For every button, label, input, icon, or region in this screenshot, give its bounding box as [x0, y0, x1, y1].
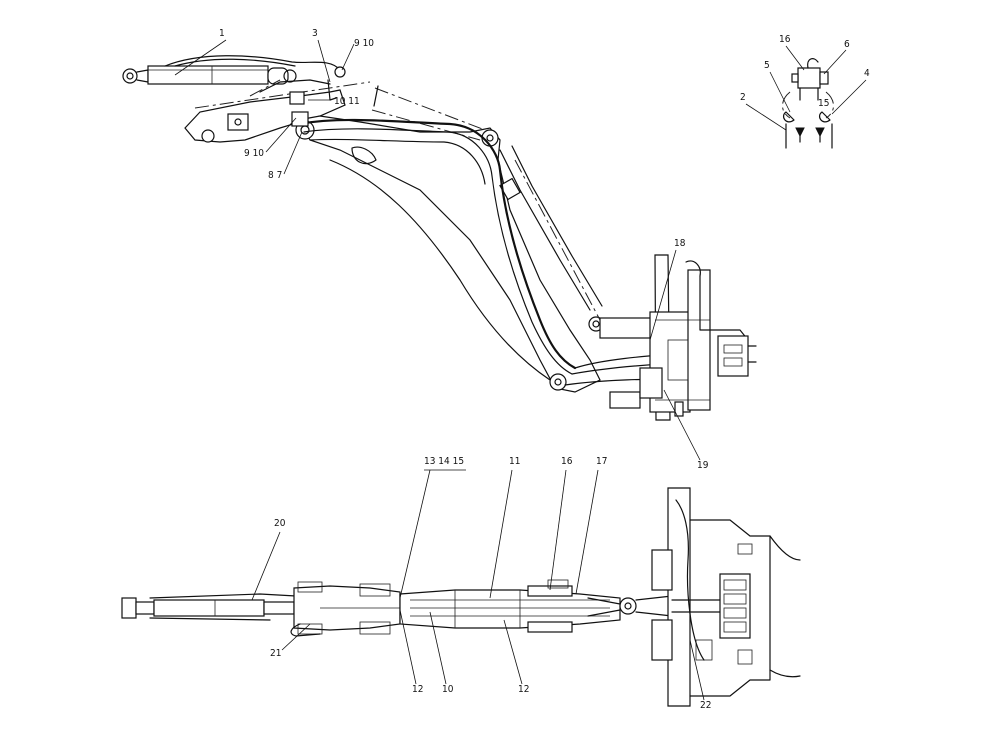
callout-10-11: 10 11	[334, 96, 360, 107]
callout-12-left: 12	[412, 684, 423, 695]
callout-17: 17	[596, 456, 607, 467]
arm-head-fitting	[289, 66, 346, 127]
boom	[295, 115, 601, 393]
callout-9-10-top: 9 10	[354, 38, 374, 49]
side-view	[122, 55, 757, 421]
callout-labels: 1 3 9 10 10 11 9 10 8 7 2 18 19 16 6 5 4…	[174, 28, 870, 711]
callout-6: 6	[844, 39, 850, 50]
callout-3: 3	[312, 28, 318, 39]
detail-view	[782, 58, 834, 149]
callout-22: 22	[700, 700, 711, 711]
callout-13-14-15: 13 14 15	[424, 456, 464, 467]
callout-18-label: 18	[674, 238, 686, 249]
callout-21: 21	[270, 648, 281, 659]
callout-5: 5	[764, 60, 770, 71]
arm-cylinder	[122, 65, 297, 85]
arm-stick	[184, 79, 346, 143]
callout-10: 10	[442, 684, 454, 695]
callout-16-detail: 16	[779, 34, 791, 45]
top-view	[121, 487, 801, 707]
callout-9-10-lower: 9 10	[244, 148, 264, 159]
callout-11: 11	[509, 456, 520, 467]
callout-12-right: 12	[518, 684, 529, 695]
callout-2: 2	[740, 92, 746, 103]
boom-plan	[399, 579, 621, 633]
callout-20: 20	[274, 518, 286, 529]
boom-cylinder	[499, 145, 604, 332]
callout-16: 16	[561, 456, 573, 467]
callout-15-detail: 15	[818, 98, 829, 109]
callout-4: 4	[864, 68, 870, 79]
chassis-plan	[651, 487, 801, 707]
swing-frame	[599, 254, 757, 421]
arm-plan	[290, 581, 401, 637]
callout-19: 19	[697, 460, 709, 471]
callout-8-7: 8 7	[268, 170, 282, 181]
callout-1: 1	[219, 28, 225, 39]
